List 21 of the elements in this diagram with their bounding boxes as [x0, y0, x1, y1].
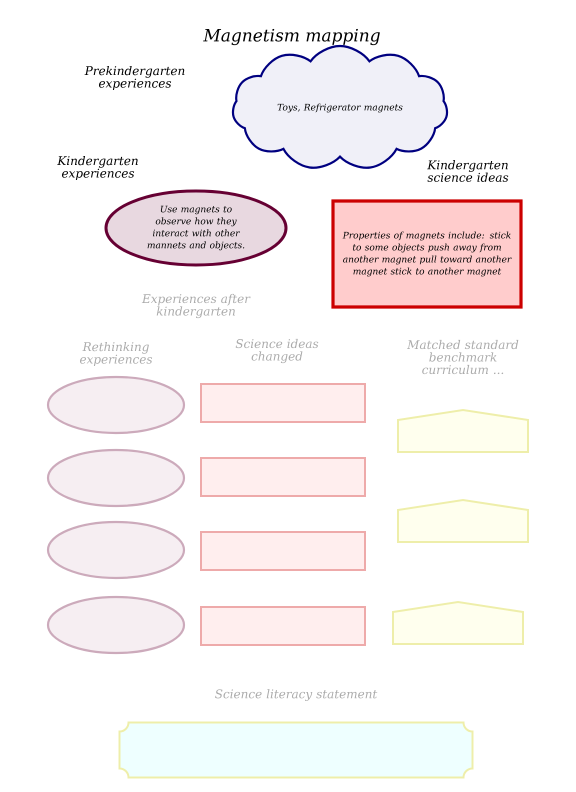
pentagon-shape: [392, 600, 524, 645]
heading: Kindergarten experiences: [57, 156, 138, 180]
pentagon-shape: [397, 498, 529, 543]
heading: Kindergarten science ideas: [427, 160, 508, 182]
column-heading: Experiences after kindergarten: [142, 294, 251, 318]
title: Magnetism mapping: [203, 28, 380, 46]
oval-shape: [46, 520, 186, 580]
rectangle-box: Properties of magnets include: stick to some objects push away from another magnet pull toward another magnet stick to another magnet: [331, 199, 523, 309]
rectangle-box: [200, 531, 366, 571]
heading: Science literacy statement: [215, 689, 378, 701]
pentagon-shape: [397, 408, 529, 453]
rectangle-box: [200, 383, 366, 423]
rectangle-box: [200, 457, 366, 497]
rectangle-box: [200, 606, 366, 646]
column-heading: Matched standard benchmark curriculum ...: [407, 340, 518, 374]
oval-shape: [46, 448, 186, 508]
heading: Prekindergarten experiences: [84, 66, 184, 90]
oval-shape: [46, 596, 186, 654]
column-heading: Science ideas changed: [236, 338, 318, 364]
oval-shape: [46, 376, 186, 434]
column-heading: Rethinking experiences: [80, 342, 152, 366]
